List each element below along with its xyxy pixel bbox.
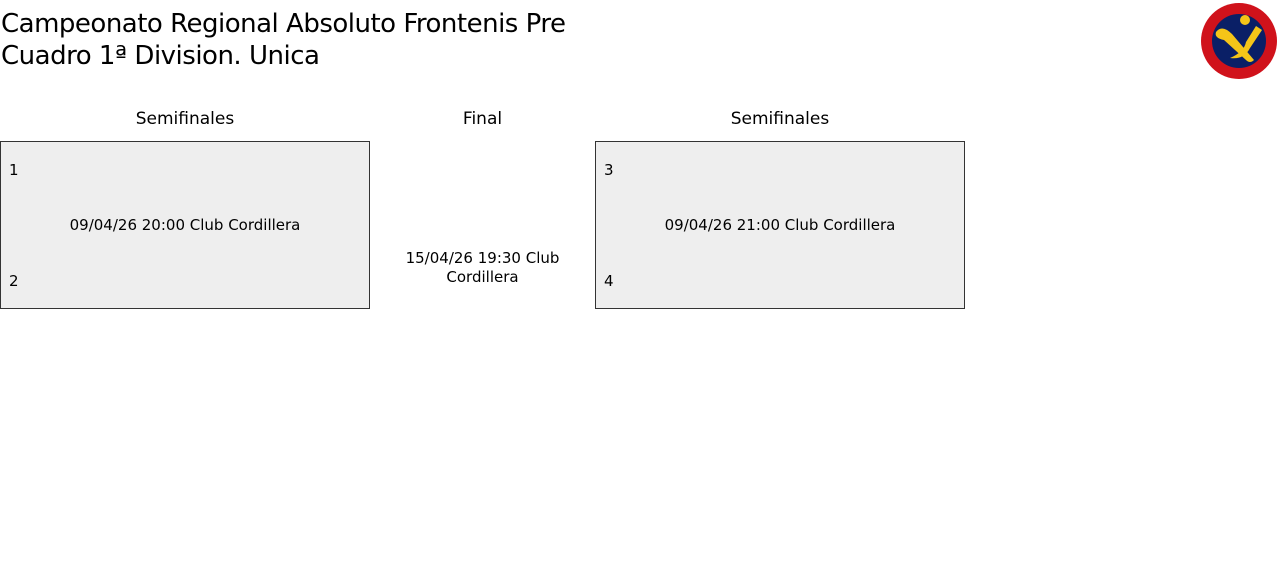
- match-info: 09/04/26 20:00 Club Cordillera: [69, 216, 301, 234]
- federation-logo: [1201, 3, 1277, 79]
- title-line-2: Cuadro 1ª Division. Unica: [1, 41, 320, 71]
- round-header-semifinals-left: Semifinales: [135, 109, 235, 129]
- team-slot: 4: [604, 272, 614, 290]
- team-slot: 3: [604, 161, 614, 179]
- match-box-2: 3 09/04/26 21:00 Club Cordillera 4: [595, 141, 965, 309]
- final-match-info: 15/04/26 19:30 Club Cordillera: [405, 249, 560, 286]
- round-header-semifinals-right: Semifinales: [730, 109, 830, 129]
- page-title: Campeonato Regional Absoluto Frontenis P…: [1, 8, 566, 72]
- round-header-final: Final: [462, 109, 503, 129]
- match-info: 09/04/26 21:00 Club Cordillera: [664, 216, 896, 234]
- match-box-1: 1 09/04/26 20:00 Club Cordillera 2: [0, 141, 370, 309]
- team-slot: 2: [9, 272, 19, 290]
- team-slot: 1: [9, 161, 19, 179]
- title-line-1: Campeonato Regional Absoluto Frontenis P…: [1, 9, 566, 39]
